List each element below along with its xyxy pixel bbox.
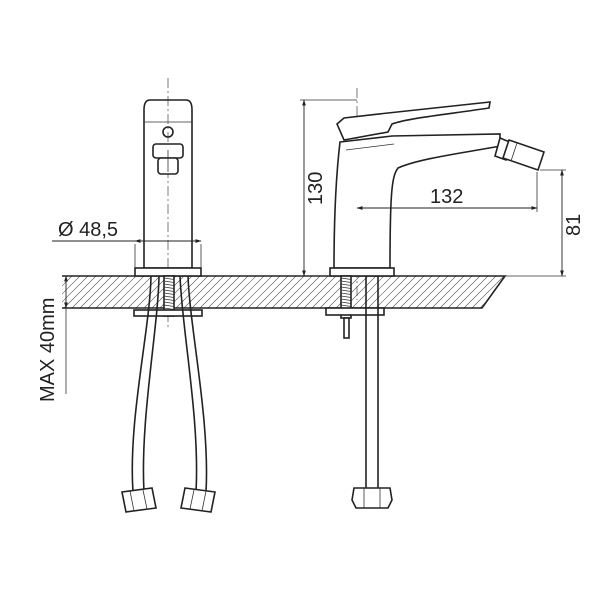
hatch-line bbox=[383, 276, 417, 308]
hatch-line bbox=[79, 276, 113, 308]
dim-max-thickness-label: MAX 40mm bbox=[37, 298, 59, 402]
thread-mark bbox=[163, 292, 175, 295]
hatch-line bbox=[87, 276, 121, 308]
countertop-section bbox=[62, 275, 568, 309]
hex-nut-right-icon bbox=[180, 487, 216, 513]
hatch-line bbox=[359, 276, 393, 308]
side-base-flange bbox=[329, 267, 395, 277]
thread-mark bbox=[163, 301, 175, 304]
front-view bbox=[121, 78, 216, 513]
thread-mark bbox=[163, 298, 175, 301]
hatch-line bbox=[471, 276, 505, 308]
hatch-line bbox=[512, 276, 544, 308]
hatch-line bbox=[520, 276, 552, 308]
hex-nut-left-icon bbox=[121, 487, 157, 513]
dim-reach bbox=[356, 172, 538, 212]
hatch-line bbox=[439, 276, 473, 308]
hatch-line bbox=[239, 276, 273, 308]
hatch-line bbox=[127, 276, 161, 308]
dim-spout-height bbox=[505, 169, 566, 277]
hatch-line bbox=[447, 276, 481, 308]
hatch-line bbox=[407, 276, 441, 308]
hatch-line bbox=[415, 276, 449, 308]
hatch-line bbox=[463, 276, 497, 308]
lever-handle bbox=[336, 101, 491, 141]
hatch-line bbox=[223, 276, 257, 308]
hatch-line bbox=[199, 276, 233, 308]
hatch-line bbox=[95, 276, 129, 308]
thread-mark bbox=[340, 292, 352, 295]
hatch-line bbox=[207, 276, 241, 308]
hatch-line bbox=[367, 276, 401, 308]
hose-left bbox=[131, 275, 152, 493]
front-fixing-plate bbox=[133, 309, 203, 317]
dim-reach-label: 132 bbox=[430, 186, 463, 208]
thread-mark bbox=[163, 280, 175, 283]
hatch-line bbox=[103, 276, 137, 308]
thread-mark bbox=[340, 301, 352, 304]
thread-mark bbox=[163, 295, 175, 298]
pivot-icon bbox=[162, 126, 174, 138]
hatch-line bbox=[431, 276, 465, 308]
hatch-line bbox=[287, 276, 321, 308]
thread-mark bbox=[340, 280, 352, 283]
thread-mark bbox=[163, 283, 175, 286]
hatch-line bbox=[135, 276, 169, 308]
hatch-line bbox=[423, 276, 457, 308]
front-base-flange bbox=[134, 267, 202, 277]
hatch-line bbox=[215, 276, 249, 308]
hatch-line bbox=[271, 276, 305, 308]
hatch-line bbox=[71, 276, 105, 308]
hatch-line bbox=[399, 276, 433, 308]
hatch-line bbox=[295, 276, 329, 308]
hose-right bbox=[179, 275, 198, 493]
hatch-line bbox=[391, 276, 425, 308]
dim-spout-height-label: 81 bbox=[563, 214, 585, 236]
dim-height-label: 130 bbox=[305, 172, 327, 205]
thread-mark bbox=[163, 277, 175, 280]
dim-height bbox=[300, 99, 357, 277]
thread-mark bbox=[340, 298, 352, 301]
hatch-line bbox=[303, 276, 337, 308]
thread-mark bbox=[340, 283, 352, 286]
hatch-line bbox=[263, 276, 297, 308]
spray-head bbox=[501, 138, 546, 172]
hex-nut-side-icon bbox=[351, 487, 393, 509]
side-fixing-plate bbox=[325, 307, 385, 316]
hatch-line bbox=[255, 276, 289, 308]
hatch-line bbox=[111, 276, 145, 308]
dim-diameter bbox=[52, 239, 202, 268]
thread-mark bbox=[340, 304, 352, 307]
hatch-line bbox=[247, 276, 281, 308]
hatch-line bbox=[311, 276, 345, 308]
front-body bbox=[143, 99, 193, 269]
hatch-line bbox=[455, 276, 489, 308]
hatch-line bbox=[528, 276, 560, 308]
thread-mark bbox=[340, 286, 352, 289]
hatch-line bbox=[63, 276, 97, 308]
side-view bbox=[325, 88, 546, 509]
hatch-line bbox=[503, 276, 505, 308]
hatch-line bbox=[191, 276, 225, 308]
thread-mark bbox=[340, 277, 352, 280]
thread-mark bbox=[340, 289, 352, 292]
hatch-line bbox=[536, 276, 568, 308]
hatch-line bbox=[62, 276, 81, 308]
hatch-line bbox=[119, 276, 153, 308]
dim-diameter-label: Ø 48,5 bbox=[58, 219, 118, 241]
hatch-line bbox=[375, 276, 409, 308]
hatch-line bbox=[62, 276, 89, 308]
thread-mark bbox=[163, 286, 175, 289]
hatch-line bbox=[279, 276, 313, 308]
side-body bbox=[333, 133, 501, 269]
thread-mark bbox=[340, 295, 352, 298]
thread-mark bbox=[163, 304, 175, 307]
hatch-line bbox=[231, 276, 265, 308]
thread-mark bbox=[163, 289, 175, 292]
